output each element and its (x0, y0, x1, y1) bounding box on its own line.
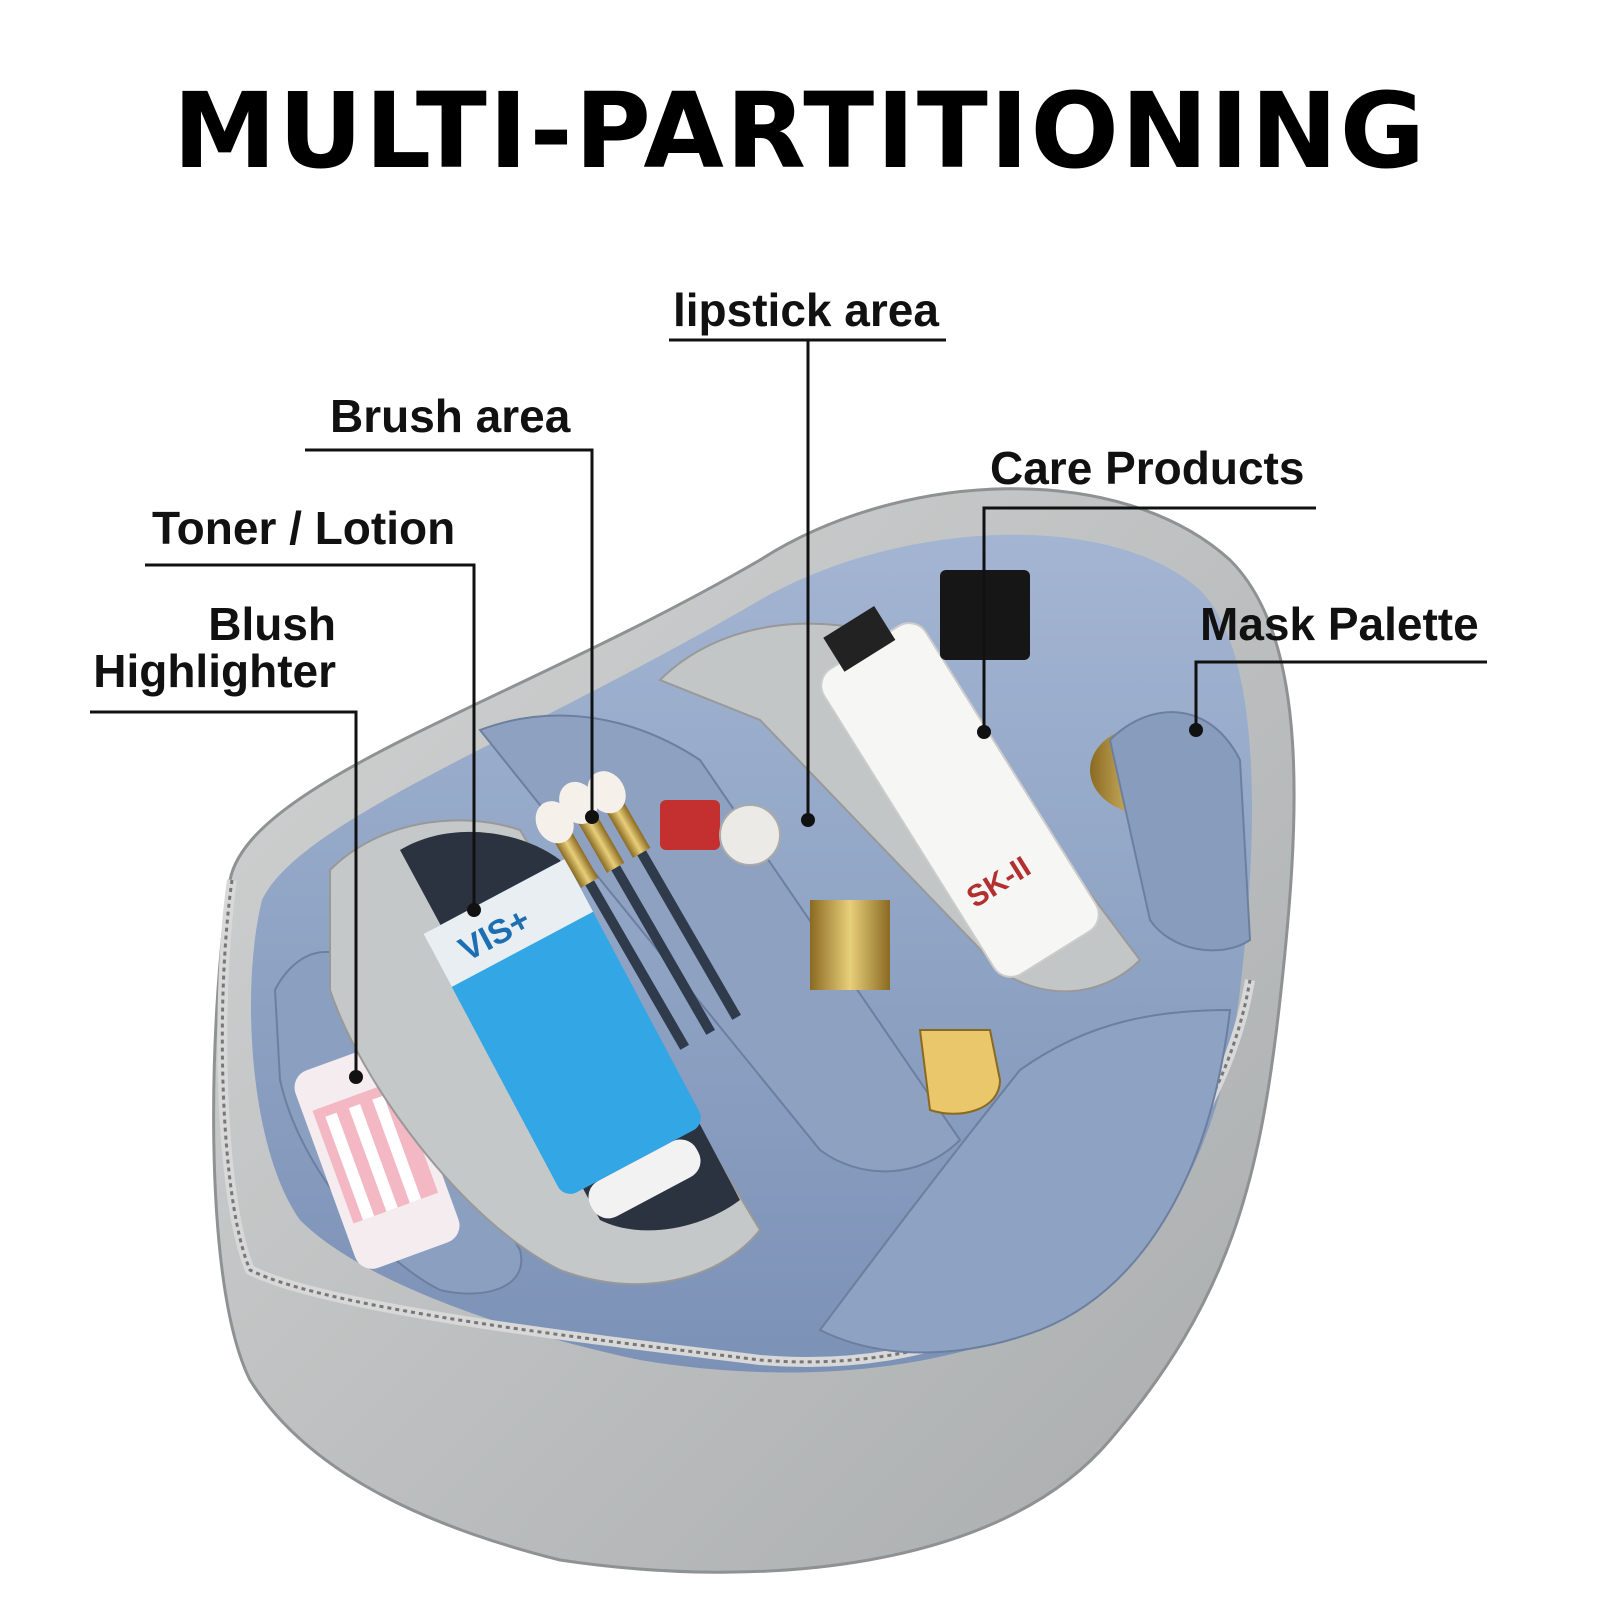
care-callout-line (982, 506, 1316, 730)
care-products-label: Care Products (990, 442, 1305, 494)
makeup-brushes (535, 771, 741, 1050)
brush-area-label: Brush area (330, 390, 571, 442)
callout-lines (90, 338, 1487, 1075)
cleanser-tube: VIS+ (423, 858, 701, 1219)
gold-lipstick (810, 900, 890, 990)
lipstick-area-label: lipstick area (673, 284, 939, 336)
blush-callout-line (90, 710, 358, 1075)
mask-pocket (1108, 711, 1252, 952)
toner-callout-line (145, 563, 476, 908)
callout-dots (349, 723, 1203, 1084)
front-divider (818, 1008, 1232, 1354)
perfume-bottle (918, 1029, 1002, 1115)
lipstick-cap (719, 804, 781, 866)
mask-callout-line (1194, 660, 1487, 728)
blush-label: Blush (208, 598, 336, 650)
toner-lotion-label: Toner / Lotion (152, 502, 456, 554)
brush-callout-line (305, 448, 594, 815)
page-title: MULTI-PARTITIONING (172, 70, 1428, 192)
mask-palette-label: Mask Palette (1200, 598, 1479, 650)
lipstick-red (660, 800, 720, 850)
highlighter-label: Highlighter (93, 645, 336, 697)
white-bottle: SK-II (820, 606, 1100, 978)
